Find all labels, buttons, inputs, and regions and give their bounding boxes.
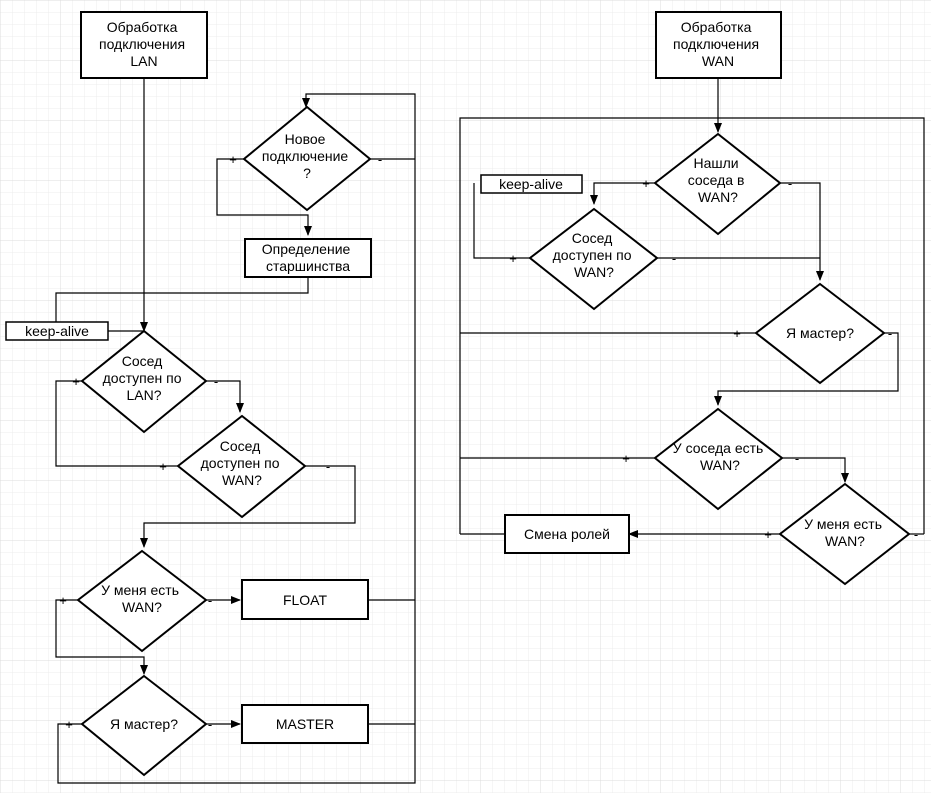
found-nb-diamond [653,132,782,236]
label-new-conn-yes: + [229,152,237,167]
nb-wan-left-label: Сосед доступен по WAN? [201,438,284,488]
edge-labels: + - + - + - + - + - + - + - + - + - + - [59,152,918,732]
right-start-box [655,11,782,79]
right-keepalive-label: keep-alive [499,176,563,192]
label-am-master-right-no: - [888,326,892,341]
am-master-left-label: Я мастер? [110,716,178,732]
label-nb-wan-left-no: - [326,459,330,474]
label-found-nb-yes: + [642,176,650,191]
label-i-have-wan-yes: + [764,527,772,542]
have-wan-label: У меня есть WAN? [101,582,183,615]
edge-nb-lan-yes [55,380,178,467]
right-keepalive-box [480,174,583,194]
am-master-right-diamond [754,282,886,385]
edge-nb-lan-no [206,380,244,413]
edge-found-yes [590,182,655,205]
label-nb-wan-right-no: - [672,251,676,266]
i-have-wan-label: У меня есть WAN? [804,516,886,549]
edge-found-no [780,182,824,281]
label-nb-has-wan-no: - [795,451,799,466]
label-i-have-wan-no: - [914,527,918,542]
label-nb-wan-left-yes: + [159,459,167,474]
edge-have-wan-yes [55,599,148,675]
edge-am-master-yes [57,723,416,784]
role-change-box [504,514,630,554]
new-conn-label: Новое подключение ? [262,131,352,181]
have-wan-diamond [76,549,208,653]
label-nb-wan-right-yes: + [509,251,517,266]
right-node-labels: Обработка подключения WAN Нашли соседа в… [499,19,886,549]
label-am-master-right-yes: + [733,326,741,341]
nb-has-wan-diamond [653,407,784,511]
right-start-label: Обработка подключения WAN [673,19,763,69]
edge-loop-to-new-conn [302,93,416,740]
seniority-box [244,238,372,278]
seniority-label: Определение старшинства [262,241,354,274]
label-nb-lan-no: - [214,374,218,389]
am-master-left-diamond [80,674,208,777]
label-have-wan-yes: + [59,593,67,608]
found-nb-label: Нашли соседа в WAN? [688,155,749,205]
edge-loop-top [459,117,925,534]
label-have-wan-no: - [208,593,212,608]
new-conn-diamond [242,105,372,212]
nb-has-wan-label: У соседа есть WAN? [673,440,767,473]
edge-seniority-to-keepalive [55,278,309,331]
label-am-master-left-yes: + [65,717,73,732]
left-node-labels: Обработка подключения LAN Новое подключе… [25,19,354,732]
left-shapes [5,11,372,777]
master-label: MASTER [276,716,334,732]
right-shapes [480,11,911,586]
left-keepalive-box [5,321,109,341]
label-nb-lan-yes: + [72,374,80,389]
float-box [241,579,369,620]
edge-nb-has-wan-no [782,457,849,483]
am-master-right-label: Я мастер? [786,325,854,341]
label-nb-has-wan-yes: + [622,451,630,466]
nb-lan-label: Сосед доступен по LAN? [103,353,186,403]
label-am-master-left-no: - [208,717,212,732]
label-found-nb-no: - [788,176,792,191]
left-keepalive-label: keep-alive [25,323,89,339]
i-have-wan-diamond [778,482,911,586]
role-change-label: Смена ролей [524,526,610,542]
nb-wan-left-diamond [176,414,307,519]
nb-lan-diamond [80,329,208,434]
edge-new-conn-yes [216,158,312,236]
left-start-label: Обработка подключения LAN [99,19,189,69]
nb-wan-right-label: Сосед доступен по WAN? [553,230,636,280]
edge-keepalive-line [473,183,530,259]
master-box [241,704,369,744]
nb-wan-right-diamond [528,207,659,311]
right-connectors [459,78,925,538]
edge-am-master-no-right [714,332,899,406]
left-connectors [55,78,416,784]
label-new-conn-no: - [378,152,382,167]
float-label: FLOAT [283,592,328,608]
edge-nb-wan-no [140,465,356,548]
left-start-box [80,11,208,79]
